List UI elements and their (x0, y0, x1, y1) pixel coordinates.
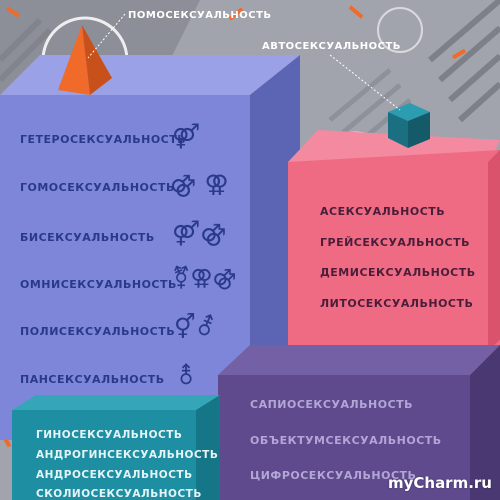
label-homo: ГОМОСЕКСУАЛЬНОСТЬ (20, 181, 175, 194)
label-androgyn: АНДРОГИНСЕКСУАЛЬНОСТЬ (36, 449, 219, 461)
label-digi: ЦИФРОСЕКСУАЛЬНОСТЬ (250, 469, 417, 482)
label-omni: ОМНИСЕКСУАЛЬНОСТЬ (20, 278, 177, 291)
label-skolio: СКОЛИОСЕКСУАЛЬНОСТЬ (36, 488, 202, 500)
label-objectum: ОБЪЕКТУМСЕКСУАЛЬНОСТЬ (250, 434, 442, 447)
label-andro: АНДРОСЕКСУАЛЬНОСТЬ (36, 469, 193, 481)
omni-symbol-icon: ⚧⚢⚣ (172, 266, 237, 291)
pan-symbol-icon: ⚨ (176, 362, 197, 390)
label-demi: ДЕМИСЕКСУАЛЬНОСТЬ (320, 266, 476, 279)
label-sapio: САПИОСЕКСУАЛЬНОСТЬ (250, 398, 414, 411)
label-hetero: ГЕТЕРОСЕКСУАЛЬНОСТЬ (20, 133, 187, 146)
homo-symbol-icon: ⚣ ⚢ (170, 170, 229, 198)
poly-symbol-icon: ⚥⚦ (174, 313, 216, 341)
label-lito: ЛИТОСЕКСУАЛЬНОСТЬ (320, 297, 474, 310)
label-gyno: ГИНОСЕКСУАЛЬНОСТЬ (36, 429, 183, 441)
label-asexual: АСЕКСУАЛЬНОСТЬ (320, 205, 446, 218)
hetero-symbol-icon: ⚤ (172, 122, 201, 150)
label-pan: ПАНСЕКСУАЛЬНОСТЬ (20, 373, 165, 386)
label-poly: ПОЛИСЕКСУАЛЬНОСТЬ (20, 325, 176, 338)
label-gray: ГРЕЙСЕКСУАЛЬНОСТЬ (320, 236, 470, 249)
watermark: myCharm.ru (387, 474, 492, 492)
bi-symbol-icon: ⚤⚣ (172, 219, 227, 247)
callout-auto: АВТОСЕКСУАЛЬНОСТЬ (262, 41, 401, 52)
label-bi: БИСЕКСУАЛЬНОСТЬ (20, 231, 155, 244)
callout-homo: ПОМОСЕКСУАЛЬНОСТЬ (128, 10, 272, 21)
